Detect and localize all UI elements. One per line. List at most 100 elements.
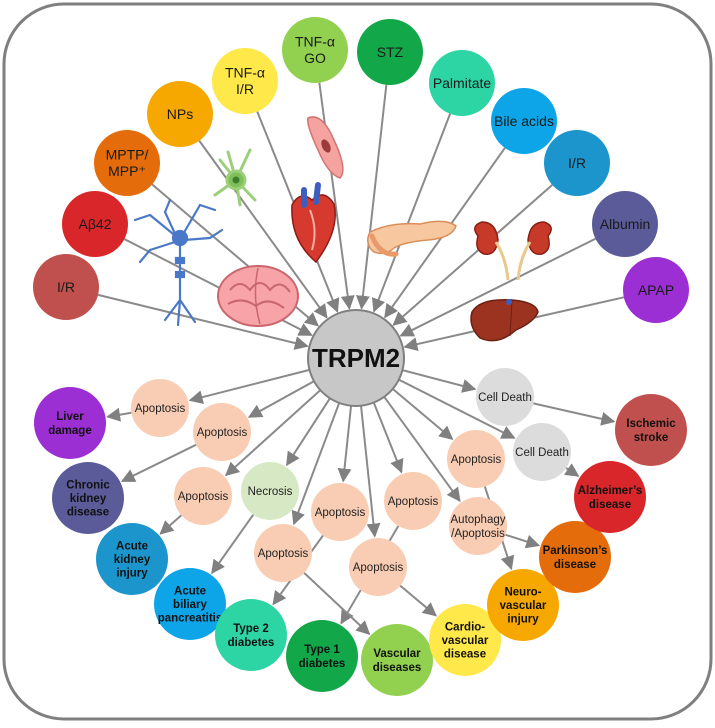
node-label-line: Necrosis bbox=[248, 486, 293, 498]
stimulus-arrow bbox=[318, 82, 355, 310]
trpm2-circle bbox=[307, 309, 405, 407]
node-label-line: Cell Death bbox=[478, 392, 532, 404]
mechanism-to-disease-arrow bbox=[533, 402, 616, 426]
stimulus-node: Albumin bbox=[592, 191, 658, 257]
node-label-line: I/R bbox=[568, 155, 586, 171]
stimulus-circle bbox=[429, 50, 495, 116]
node-label-line: Alzheimer’s bbox=[578, 485, 643, 497]
mechanism-to-disease-arrow bbox=[399, 584, 437, 617]
node-label-line: Palmitate bbox=[433, 75, 492, 91]
node-label-line: STZ bbox=[377, 44, 404, 60]
mechanism-to-disease-arrow bbox=[303, 572, 371, 635]
disease-circle bbox=[154, 568, 226, 640]
mechanism-node: Necrosis bbox=[241, 462, 299, 520]
mechanism-circle bbox=[476, 368, 534, 426]
node-label-line: disease bbox=[589, 499, 631, 511]
arrows-layer bbox=[97, 82, 625, 635]
mechanism-circle bbox=[241, 462, 299, 520]
center-to-mechanism-arrow bbox=[402, 369, 477, 393]
stimulus-node: I/R bbox=[33, 254, 99, 320]
mechanism-node: Apoptosis bbox=[254, 524, 312, 582]
stimulus-circle bbox=[94, 130, 160, 196]
node-label-line: vascular bbox=[500, 600, 547, 612]
node-label-line: pancreatitis bbox=[158, 613, 223, 625]
stimulus-arrow bbox=[392, 184, 553, 326]
smooth-muscle-cell-icon bbox=[306, 116, 344, 179]
mechanism-circle bbox=[447, 430, 505, 488]
node-label-line: Apoptosis bbox=[315, 507, 366, 519]
node-label-line: Type 1 bbox=[304, 644, 340, 656]
mechanism-node: Apoptosis bbox=[447, 430, 505, 488]
mechanism-node: Apoptosis bbox=[384, 472, 442, 530]
mechanism-to-disease-arrow bbox=[211, 514, 255, 575]
disease-circle bbox=[215, 599, 287, 671]
mechanism-circle bbox=[174, 467, 232, 525]
node-label-line: Apoptosis bbox=[197, 427, 248, 439]
node-label-line: Apoptosis bbox=[451, 454, 502, 466]
center-to-mechanism-arrow bbox=[247, 380, 315, 418]
stimulus-circle bbox=[623, 257, 689, 323]
disease-circle bbox=[615, 394, 687, 466]
mechanism-node: Apoptosis bbox=[193, 403, 251, 461]
mechanism-node: Apoptosis bbox=[131, 379, 189, 437]
node-label-line: Vascular bbox=[373, 648, 421, 660]
stimulus-node: STZ bbox=[357, 19, 423, 85]
disease-circle bbox=[34, 387, 106, 459]
node-label-line: diseases bbox=[373, 662, 422, 674]
node-label-line: Chronic bbox=[66, 479, 110, 491]
node-label-line: diabetes bbox=[299, 658, 346, 670]
stimulus-node: TNF-αI/R bbox=[212, 48, 278, 114]
node-label-line: Apoptosis bbox=[388, 496, 439, 508]
disease-circle bbox=[286, 620, 358, 692]
disease-node: Chronic kidney disease bbox=[52, 462, 124, 534]
stimulus-circle bbox=[282, 17, 348, 83]
stimulus-node: Palmitate bbox=[429, 50, 495, 116]
node-label-line: disease bbox=[67, 507, 109, 519]
mechanism-node: Apoptosis bbox=[349, 538, 407, 596]
center-to-mechanism-arrow bbox=[291, 402, 341, 526]
center-to-mechanism-arrow bbox=[392, 388, 454, 440]
illustrations-layer bbox=[133, 116, 552, 342]
stimulus-circle bbox=[544, 130, 610, 196]
mechanism-circle bbox=[384, 472, 442, 530]
node-label-line: Ischemic bbox=[626, 418, 676, 430]
neuron-icon bbox=[133, 198, 224, 327]
disease-node: Vascular diseases bbox=[361, 624, 433, 696]
center-to-mechanism-arrow bbox=[398, 378, 516, 439]
node-label-line: Apoptosis bbox=[178, 491, 229, 503]
node-label-line: Albumin bbox=[600, 216, 651, 232]
node-label-line: TNF-α bbox=[225, 65, 265, 81]
node-label-line: Liver bbox=[56, 411, 84, 423]
node-label-line: I/R bbox=[236, 81, 254, 97]
node-label-line: MPTP/ bbox=[106, 147, 149, 163]
node-label-line: APAP bbox=[638, 282, 674, 298]
stimulus-circle bbox=[147, 81, 213, 147]
node-label-line: Acute bbox=[174, 585, 206, 597]
node-label-line: kidney bbox=[70, 493, 107, 505]
liver-icon bbox=[470, 299, 539, 342]
node-label-line: Cardio- bbox=[445, 621, 485, 633]
node-label-line: Neuro- bbox=[504, 586, 541, 598]
mechanism-circle bbox=[193, 403, 251, 461]
node-label-line: Acute bbox=[116, 540, 148, 552]
trpm2-node: TRPM2 bbox=[307, 309, 405, 407]
node-label-line: NPs bbox=[167, 106, 193, 122]
node-label-line: Bile acids bbox=[494, 113, 554, 129]
stimulus-node: APAP bbox=[623, 257, 689, 323]
disease-circle bbox=[539, 521, 611, 593]
center-to-mechanism-arrow bbox=[337, 405, 353, 483]
mechanism-node: Cell Death bbox=[513, 423, 571, 481]
stimulus-node: TNF-αGO bbox=[282, 17, 348, 83]
center-to-mechanism-arrow bbox=[224, 389, 322, 477]
node-label-line: injury bbox=[116, 568, 148, 580]
stimulus-circle bbox=[491, 88, 557, 154]
disease-circle bbox=[96, 523, 168, 595]
stimulus-circle bbox=[62, 191, 128, 257]
